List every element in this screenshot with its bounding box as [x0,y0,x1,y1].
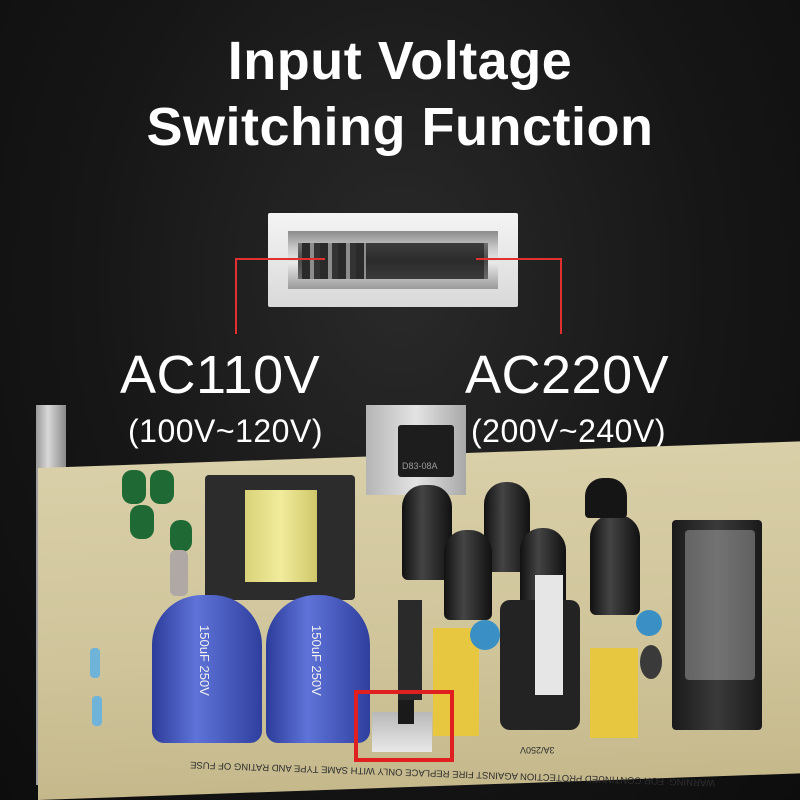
headline-line-2: Switching Function [146,97,654,157]
switch-mount [398,600,422,700]
electrolytic-capacitor [590,515,640,615]
transformer-coil [245,490,317,582]
electrolytic-capacitor [444,530,492,620]
choke-core [535,575,563,695]
blue-capacitor-right: 150uF 250V [266,595,370,743]
leader-line-left-h [235,258,325,260]
disc-capacitor [640,645,662,679]
leader-line-right-h [476,258,562,260]
film-capacitor [590,648,638,738]
blue-capacitor-left: 150uF 250V [152,595,262,743]
fuse-print: 3A/250V [520,745,555,755]
disc-capacitor [636,610,662,636]
voltage-label-right: AC220V [465,345,670,405]
resistor [92,696,102,726]
switch-knob [366,243,484,279]
film-capacitor [433,628,479,736]
small-capacitor [170,520,192,552]
disc-capacitor [470,620,500,650]
small-capacitor [150,470,174,504]
board-switch-knob [398,700,414,724]
leader-line-right-v [560,258,562,334]
headline-line-1: Input Voltage [227,31,573,91]
electrolytic-capacitor [585,478,627,518]
switch-closeup [268,213,518,307]
switch-knob-ridges [302,243,366,279]
small-capacitor [122,470,146,504]
voltage-range-left: (100V~120V) [128,413,323,449]
switch-highlight-box [354,690,454,762]
bridge-rectifier: D83-08A [398,425,454,477]
leader-line-left-v [235,258,237,334]
small-capacitor [130,505,154,539]
headline: Input Voltage Switching Function [0,28,800,160]
switch-slot [298,243,488,279]
resistor [90,648,100,678]
resistor [170,550,188,596]
voltage-range-right: (200V~240V) [471,413,666,449]
voltage-label-left: AC110V [120,345,321,405]
electrolytic-capacitor [402,485,452,580]
terminal-cover [685,530,755,680]
terminal-block [672,520,762,730]
